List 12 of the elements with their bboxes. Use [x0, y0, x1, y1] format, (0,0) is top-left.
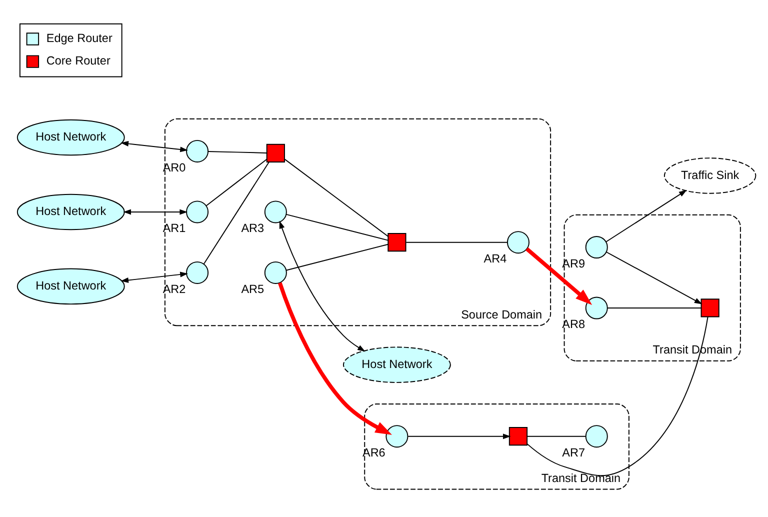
node-label: AR2: [162, 282, 186, 296]
node-label: AR3: [241, 222, 264, 236]
node-label: AR0: [162, 161, 186, 174]
node-label: AR4: [484, 252, 507, 266]
legend-label: Core Router: [46, 54, 110, 68]
node-label: AR6: [362, 446, 386, 460]
node-label: AR5: [241, 282, 264, 296]
node-label: AR7: [562, 446, 586, 460]
legend-label: Edge Router: [46, 32, 112, 46]
node-label: AR9: [562, 257, 586, 270]
node-label: AR8: [562, 318, 586, 332]
node-label: AR1: [162, 222, 186, 236]
